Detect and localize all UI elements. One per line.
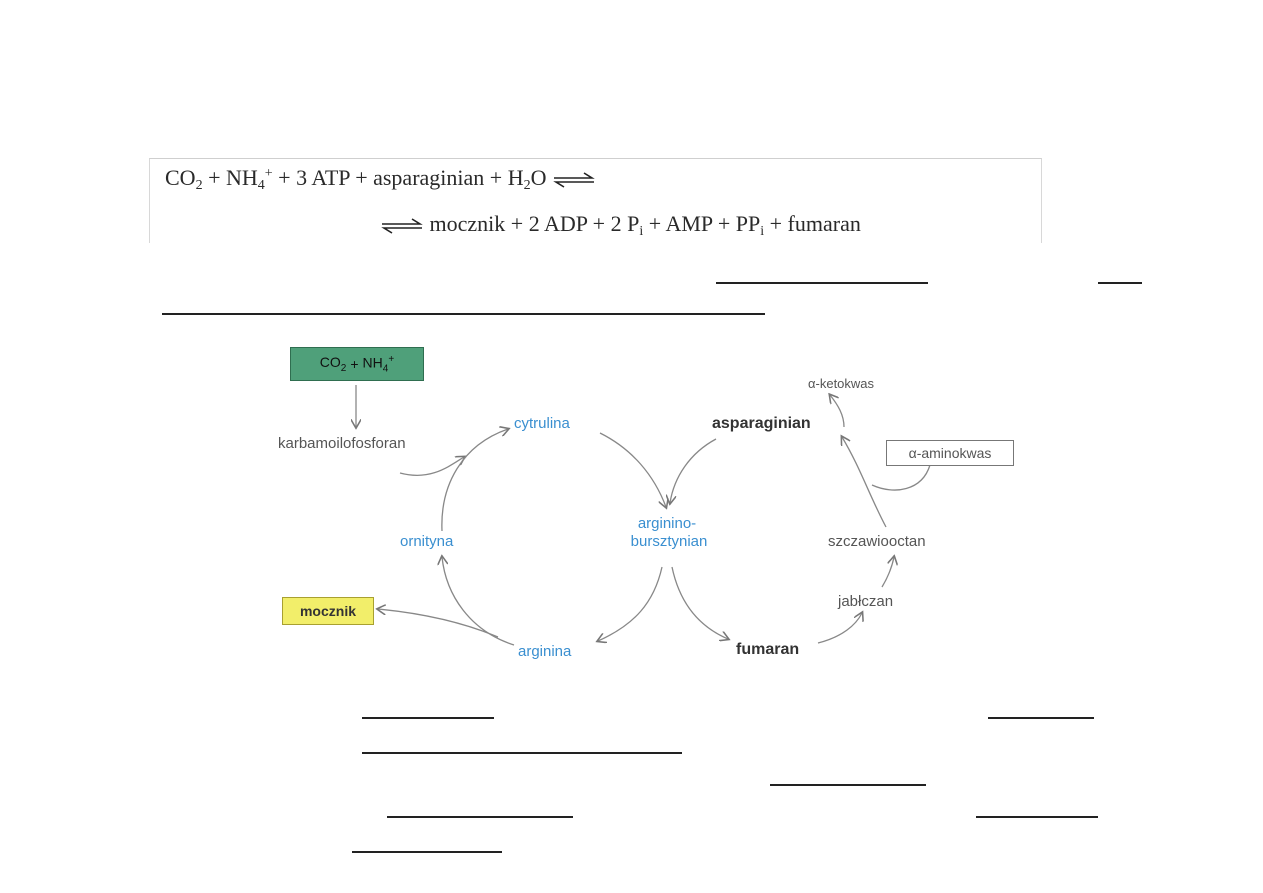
label-fumaran: fumaran [736,641,800,658]
plus-sign: + [355,165,368,190]
arrow-fumaran-to-jablczan [817,613,862,644]
h2o-text: H [507,165,524,190]
arrow-cytrulina-to-argininobursztynian [599,432,666,507]
arrow-arginina-to-mocznik [378,609,499,638]
co2-nh4-box: CO2 + NH4+ [290,347,424,381]
arrow-argininobursztynian-to-fumaran [671,566,728,639]
box-nh4-subscript: 4 [382,363,389,375]
box-co2-subscript: 2 [340,362,347,374]
aminokwas-box: α-aminokwas [886,440,1014,466]
underline-blank [162,313,765,315]
arrow-asparaginian-to-argininobursztynian [670,438,717,503]
label-karbamoilofosforan: karbamoilofosforan [278,435,406,452]
nh4-superscript: + [264,166,273,181]
box-nh4-text: NH [362,354,383,371]
underline-blank [770,784,926,786]
arrow-karbamoilofosforan-to-cycle [399,457,464,477]
h2o-subscript: 2 [523,178,531,193]
equation-line-2: mocznik + 2 ADP + 2 Pi + AMP + PPi + fum… [380,211,861,240]
amp-text: AMP [665,211,713,236]
label-szczawiooctan: szczawiooctan [828,533,926,550]
underline-blank [988,717,1094,719]
plus-sign: + [278,165,291,190]
equilibrium-arrow-icon [553,172,595,188]
plus-sign: + [208,165,221,190]
arrow-ornityna-to-cytrulina [441,429,508,532]
nh4-text: NH [225,165,258,190]
arrow-aminokwas-to-transamination [871,464,931,491]
adp-text: 2 ADP [528,211,588,236]
underline-blank [387,816,573,818]
mocznik-box: mocznik [282,597,374,625]
pi-subscript: i [639,224,644,239]
ppi-text: PP [735,211,761,236]
asparaginian-text: asparaginian [373,165,485,190]
equation-line-1: CO2 + NH4+ + 3 ATP + asparaginian + H2O [165,165,596,194]
co2-subscript: 2 [195,178,203,193]
label-argininobursztynian-2: bursztynian [630,533,708,550]
arrow-jablczan-to-szczawiooctan [881,557,894,588]
equation-box: CO2 + NH4+ + 3 ATP + asparaginian + H2O … [149,158,1042,243]
pi-text: 2 P [610,211,640,236]
plus-sign: + [510,211,524,236]
h2o-tail: O [530,165,547,190]
co2-text: CO [165,165,196,190]
label-mocznik: mocznik [299,603,356,619]
cycle-arrows [270,385,931,646]
label-cytrulina: cytrulina [514,415,570,432]
plus-sign: + [648,211,662,236]
underline-blank [362,717,494,719]
box-nh4-superscript: + [388,353,395,365]
label-arginina: arginina [518,643,572,660]
label-jablczan: jabłczan [838,593,894,610]
arrow-szczawiooctan-to-asparaginian [842,437,887,528]
equilibrium-arrow-icon [381,218,423,234]
label-aminokwas: α-aminokwas [908,445,992,461]
nh4-subscript: 4 [257,178,265,193]
urea-cycle-diagram: CO2 + NH4+ karbamoilofosforan cytrulina … [270,335,1040,675]
plus-sign: + [717,211,731,236]
arrow-transamination-to-ketokwas [830,395,845,428]
underline-blank [362,752,682,754]
plus-sign: + [489,165,503,190]
arrow-argininobursztynian-to-arginina [598,566,663,641]
plus-sign: + [592,211,606,236]
label-argininobursztynian-1: arginino- [637,515,697,532]
underline-blank [352,851,502,853]
box-co2-text: CO [319,354,341,371]
label-ornityna: ornityna [400,533,454,550]
ppi-subscript: i [760,224,765,239]
arrow-arginina-to-ornityna [442,557,515,646]
underline-blank [716,282,928,284]
underline-blank [1098,282,1142,284]
box-plus-sign: + [350,356,359,372]
label-ketokwas: α-ketokwas [808,376,875,391]
atp-text: 3 ATP [296,165,350,190]
underline-blank [976,816,1098,818]
mocznik-text: mocznik [429,211,506,236]
label-asparaginian: asparaginian [712,415,811,432]
fumaran-text: fumaran [787,211,861,236]
plus-sign: + [769,211,783,236]
